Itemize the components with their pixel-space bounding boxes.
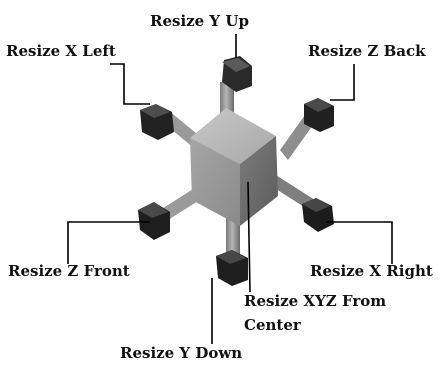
center-cube — [190, 108, 278, 226]
handle-x-right[interactable] — [302, 198, 334, 232]
handle-y-up[interactable] — [222, 56, 252, 92]
handle-z-back[interactable] — [304, 98, 334, 132]
label-resize-y-up: Resize Y Up — [150, 12, 249, 30]
rod-y-down — [226, 216, 240, 258]
leader-z-back — [330, 64, 355, 101]
label-resize-xyz-line2: Center — [244, 316, 301, 334]
cube-left-face — [190, 138, 240, 226]
label-resize-x-left: Resize X Left — [6, 42, 116, 60]
label-resize-x-right: Resize X Right — [310, 262, 433, 280]
leader-x-left — [110, 63, 150, 105]
leader-lines — [67, 34, 393, 344]
label-resize-z-front: Resize Z Front — [8, 262, 130, 280]
cube-top-face — [190, 108, 276, 164]
label-resize-y-down: Resize Y Down — [120, 344, 243, 362]
handle-y-down[interactable] — [216, 250, 248, 286]
handle-x-left[interactable] — [140, 104, 174, 140]
label-resize-xyz-line1: Resize XYZ From — [244, 292, 387, 310]
leader-x-right — [326, 221, 393, 264]
handle-z-front[interactable] — [138, 202, 170, 240]
leader-xyz-center — [247, 181, 251, 293]
handles — [138, 56, 334, 286]
cube-right-face — [240, 136, 278, 226]
leader-z-front — [67, 221, 150, 264]
label-resize-z-back: Resize Z Back — [308, 42, 426, 60]
